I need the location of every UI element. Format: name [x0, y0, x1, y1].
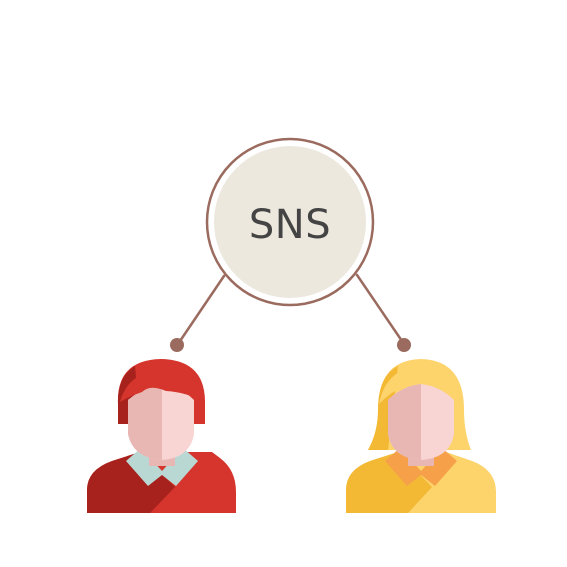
female-face-shade: [388, 384, 421, 460]
hub-inner-circle: [214, 146, 366, 298]
male-face-shade: [128, 384, 162, 460]
female-collar: [385, 448, 457, 486]
hub-label: SNS: [249, 202, 331, 248]
male-fringe: [120, 370, 204, 402]
female-fringe: [379, 366, 463, 404]
connector-line-right: [355, 273, 406, 346]
female-user-icon: [346, 359, 496, 513]
male-collar: [126, 448, 198, 486]
connector-dot-right: [397, 338, 411, 352]
connector-line-left: [176, 274, 226, 346]
connector-dot-left: [170, 338, 184, 352]
sns-hub-node: SNS: [205, 137, 375, 307]
male-user-icon: [87, 359, 236, 513]
connectors: [170, 273, 411, 352]
